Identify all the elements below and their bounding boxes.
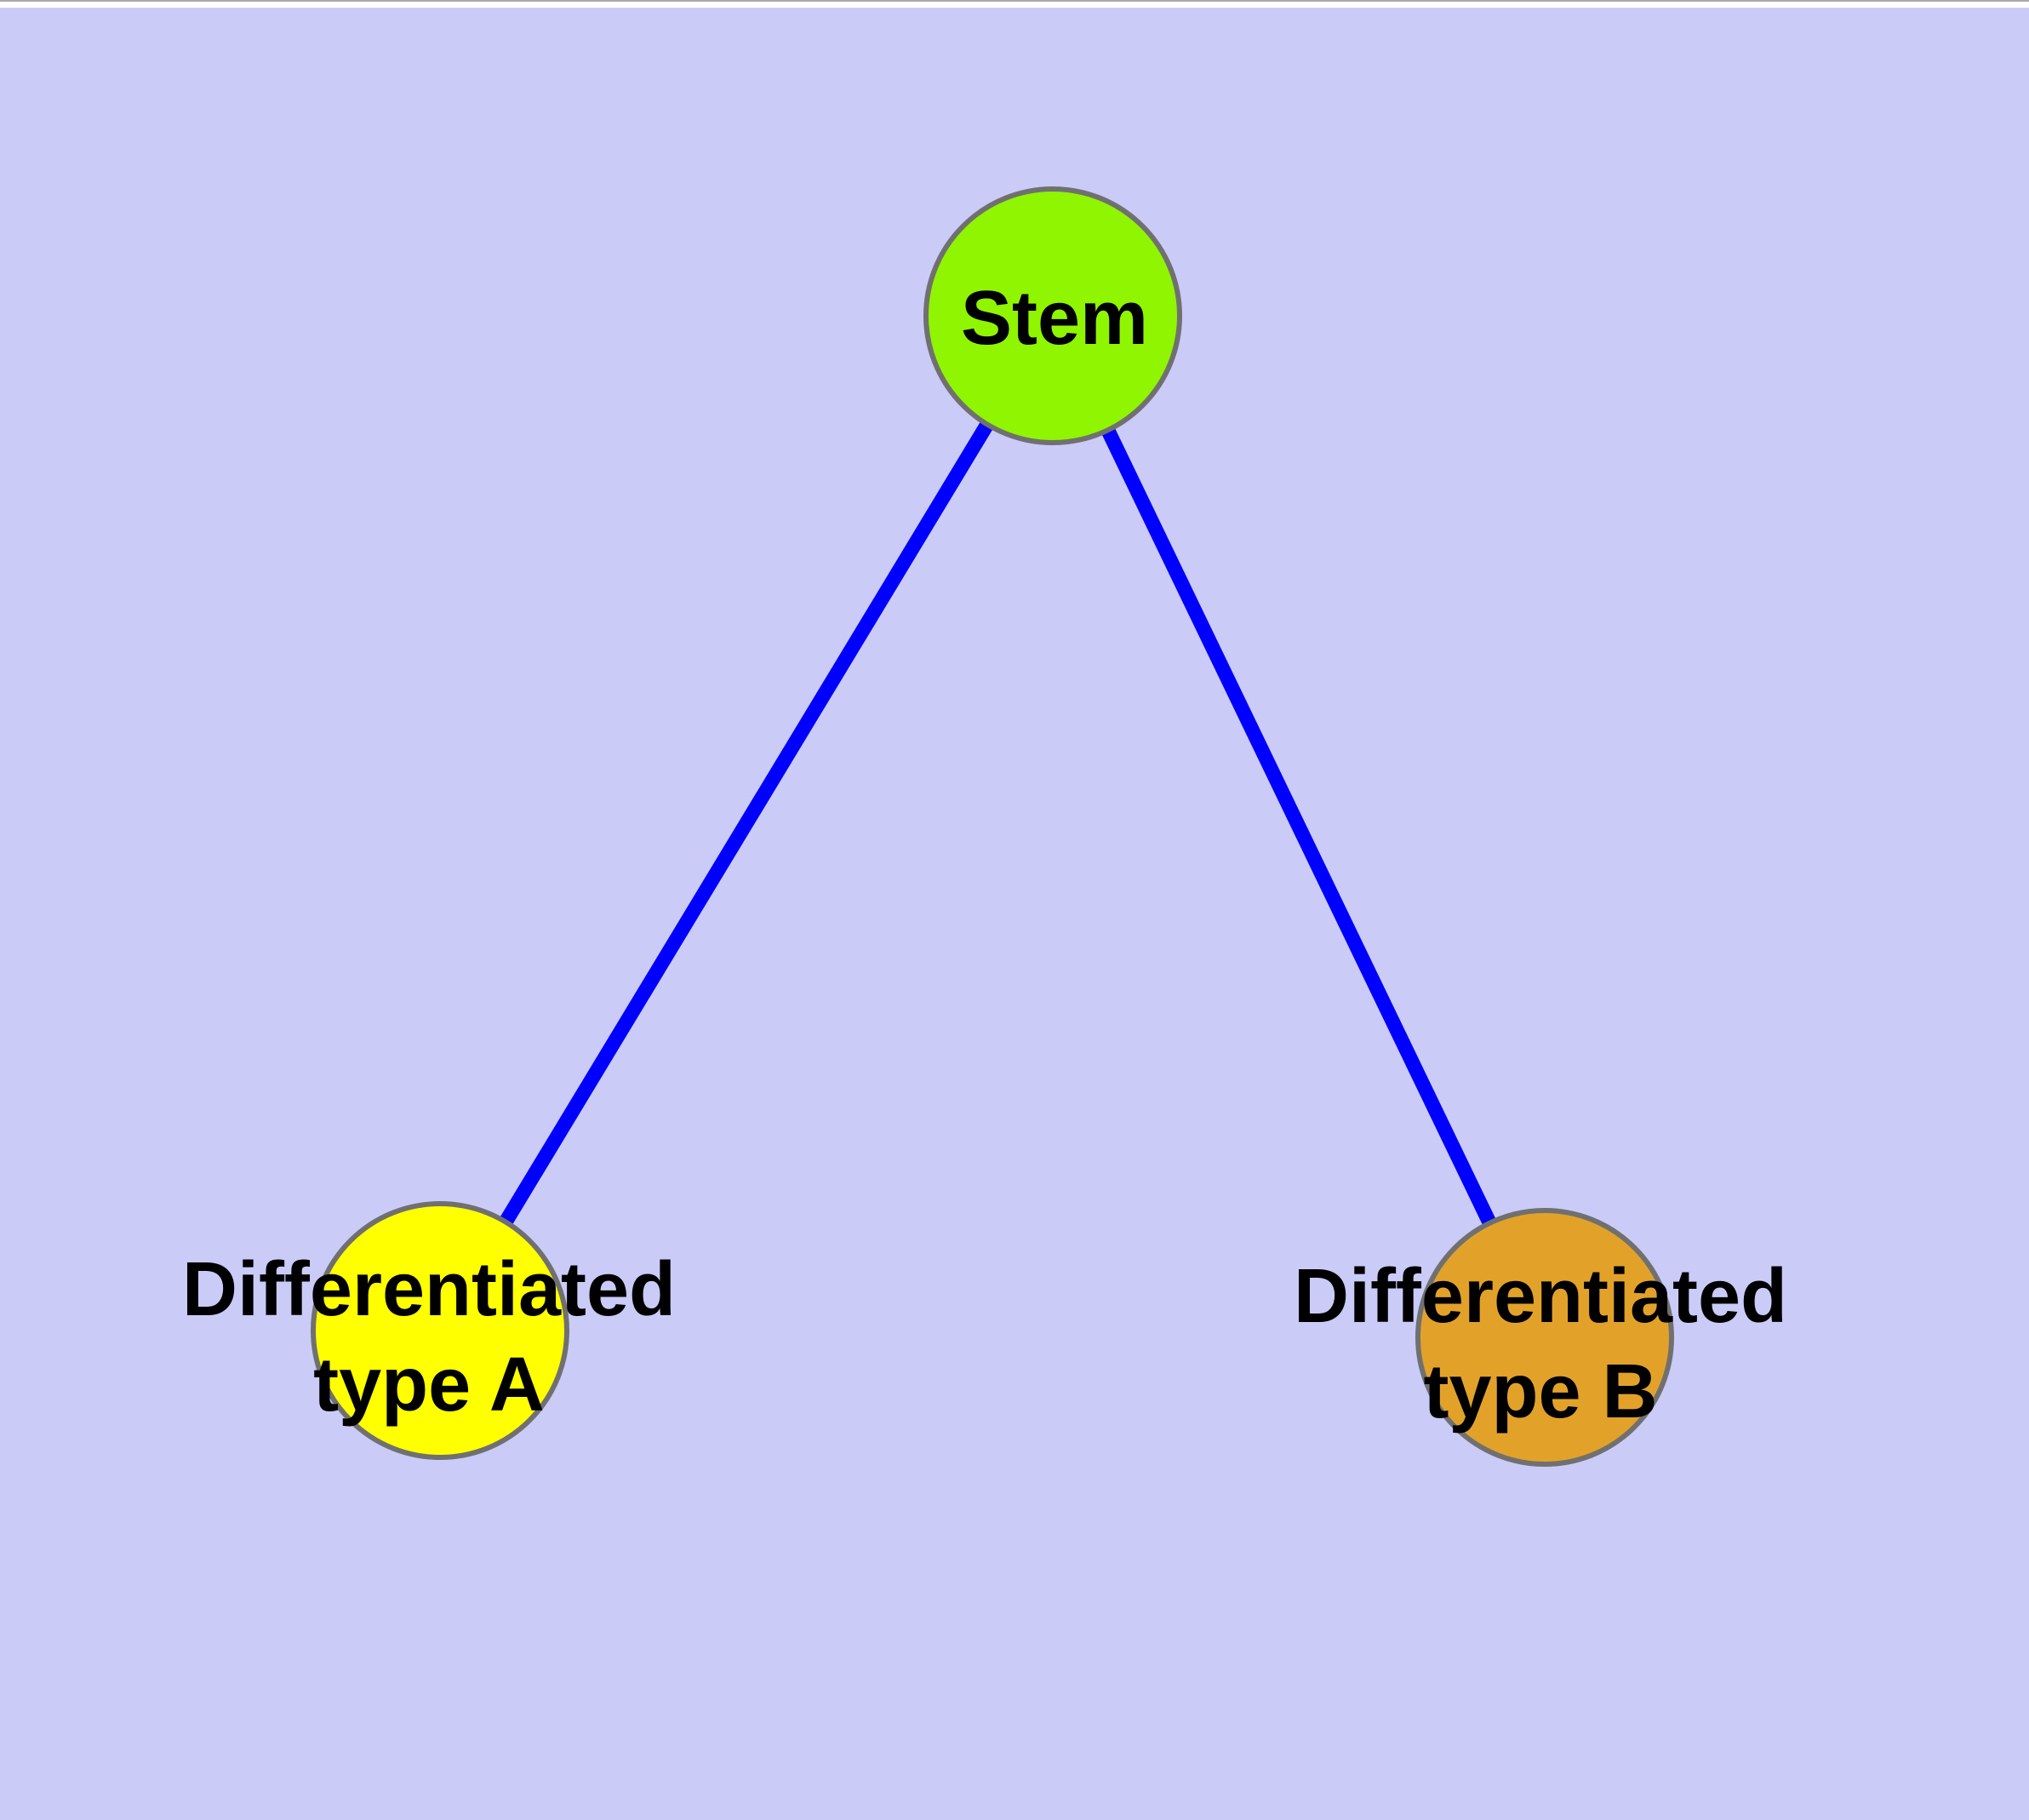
node-type-b-label-line2: type B: [1423, 1349, 1657, 1434]
node-stem[interactable]: Stem: [923, 186, 1182, 445]
node-stem-label: Stem: [961, 276, 1148, 361]
node-type-b-circle[interactable]: [1415, 1208, 1674, 1467]
node-type-b-label-line1: Differentiated: [1294, 1254, 1787, 1339]
node-type-a-circle[interactable]: [311, 1201, 569, 1460]
node-type-a-label-line2: type A: [313, 1342, 545, 1428]
edge-stem-to-type-b: [1046, 312, 1552, 1341]
window-top-hairline: [0, 0, 2029, 2]
edge-stem-to-type-a: [433, 312, 1060, 1335]
node-type-a-label-line1: Differentiated: [182, 1247, 676, 1332]
node-type-b[interactable]: Differentiated type B: [1294, 1208, 1787, 1467]
node-stem-circle[interactable]: [923, 186, 1182, 445]
window-top-strip: [0, 2, 2029, 8]
node-type-a[interactable]: Differentiated type A: [182, 1201, 676, 1460]
